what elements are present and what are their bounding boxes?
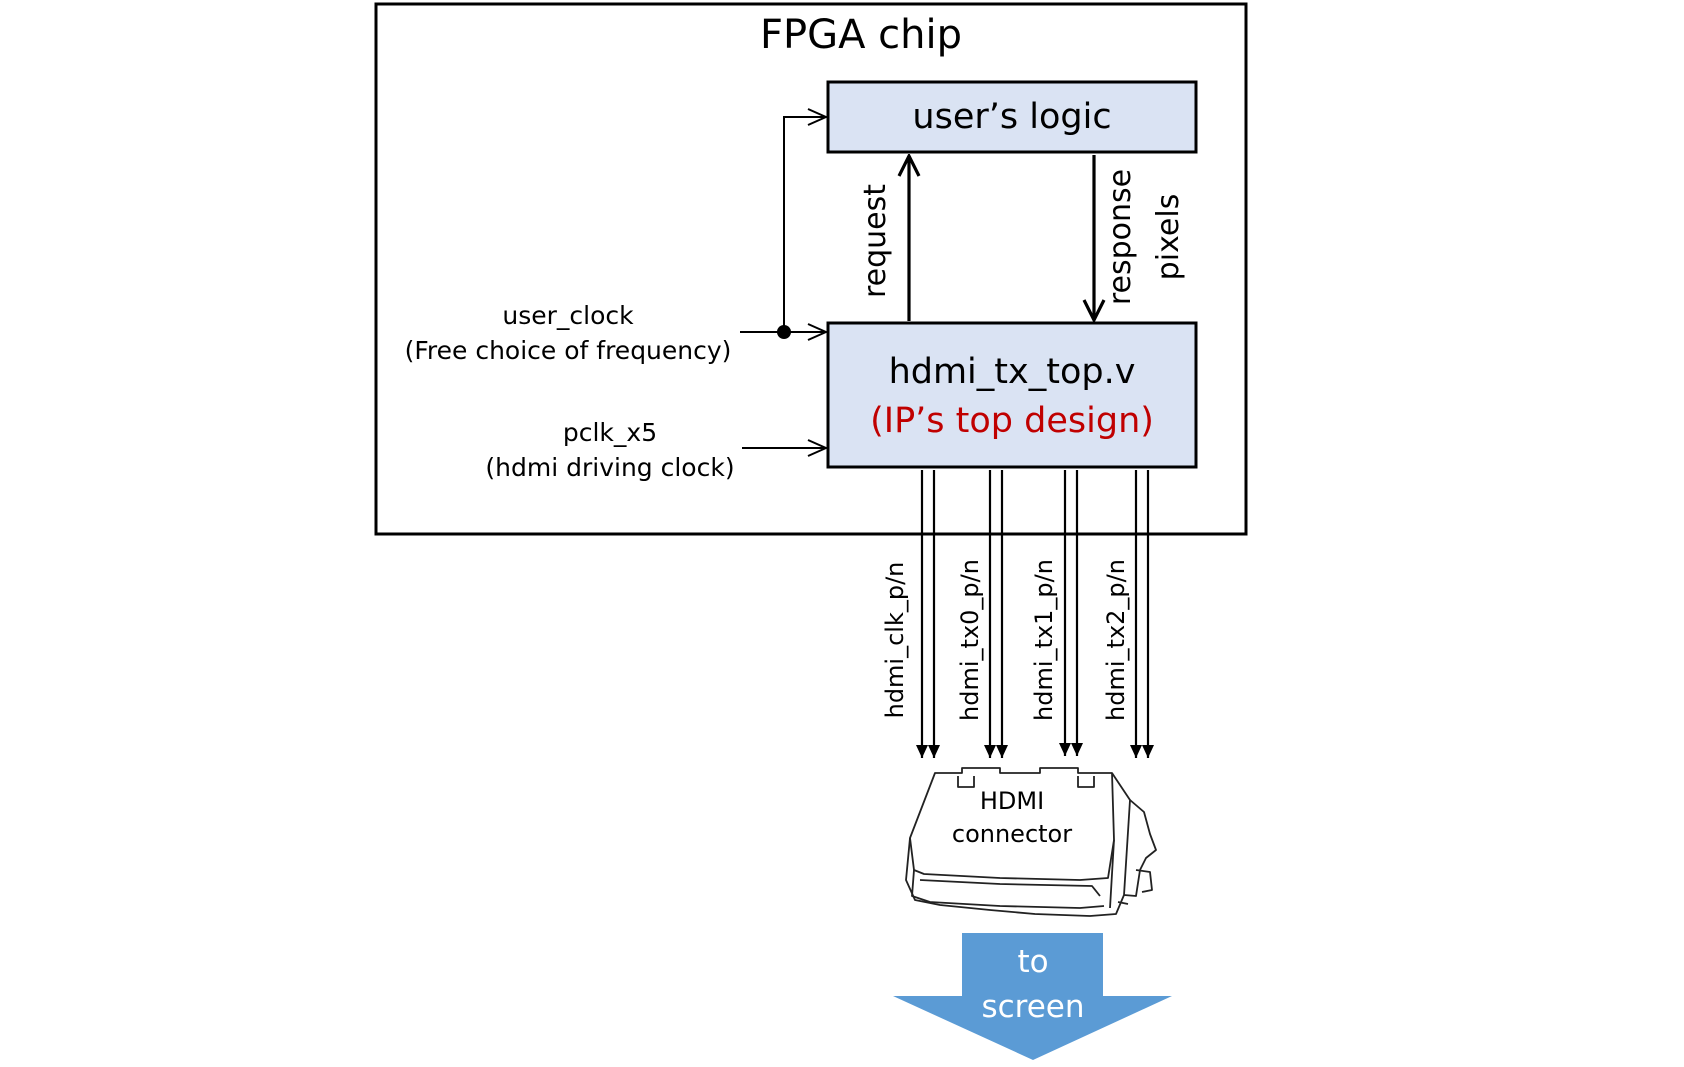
user-logic-label: user’s logic [912,97,1111,137]
pixels-label: pixels [1151,194,1186,281]
hdmi-line-tx2 [1130,470,1154,758]
fpga-chip-title: FPGA chip [760,12,962,58]
fpga-chip-boundary [374,2,1248,536]
hdmi-clk-label: hdmi_clk_p/n [881,562,909,719]
to-screen-arrow [893,933,1172,1060]
user-clock-branch [783,117,826,332]
hdmi-line-tx0 [984,470,1008,758]
user-clock-junction [777,325,791,339]
user-clock-label: user_clock [502,301,634,330]
hdmi-connector-label-line1: HDMI [980,787,1044,815]
response-label: response [1103,169,1138,305]
hdmi-tx-top-subtitle: (IP’s top design) [870,401,1154,441]
hdmi-connector-drawing [905,767,1157,917]
hdmi-tx1-label: hdmi_tx1_p/n [1030,559,1058,721]
to-screen-label-line2: screen [981,989,1084,1025]
to-screen-label-line1: to [1017,944,1048,980]
user-logic-block [826,80,1198,154]
user-clock-note: (Free choice of frequency) [405,336,732,365]
hdmi-connector-label-line2: connector [952,820,1072,848]
hdmi-line-tx1 [1059,470,1083,756]
pclk-note: (hdmi driving clock) [485,453,734,482]
hdmi-tx-top-name: hdmi_tx_top.v [889,352,1136,392]
request-label: request [858,184,893,298]
hdmi-tx2-label: hdmi_tx2_p/n [1102,559,1130,721]
hdmi-tx0-label: hdmi_tx0_p/n [956,559,984,721]
hdmi-tx-top-block [826,321,1198,469]
hdmi-line-clk [916,470,940,758]
pclk-label: pclk_x5 [563,418,657,447]
